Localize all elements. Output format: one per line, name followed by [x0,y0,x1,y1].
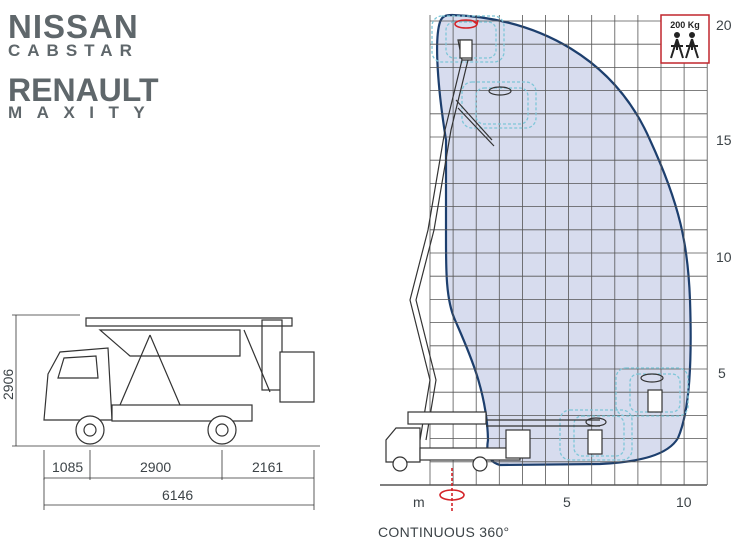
two-persons-icon [670,32,699,59]
truck-height-label: 2906 [0,369,16,400]
dim-total: 6146 [162,487,193,503]
dim-front-overhang: 1085 [52,459,83,475]
dim-wheelbase: 2900 [140,459,171,475]
brand-nissan: NISSAN [8,8,139,45]
y-tick-15: 15 [716,132,732,148]
rotation-arrows-platform [488,86,664,427]
load-badge-text: 200 Kg [670,20,700,30]
load-badge: 200 Kg [660,14,710,64]
y-tick-10: 10 [716,249,732,265]
rotation-note: CONTINUOUS 360° [378,524,510,540]
truck-small [385,411,531,472]
y-tick-20: 20 [716,17,732,33]
dim-rear-overhang: 2161 [252,459,283,475]
aerial-boom [409,39,663,455]
brand-maxity: MAXITY [8,103,160,122]
rotation-arrow-base [439,468,465,512]
brand-renault: RENAULT [8,72,159,108]
truck-side-view [12,314,320,510]
x-tick-10: 10 [676,494,692,510]
brand-cabstar: CABSTAR [8,41,139,60]
rotation-arrow-top [454,19,479,29]
x-tick-5: 5 [563,494,571,510]
y-tick-5: 5 [718,365,726,381]
x-unit: m [413,494,425,510]
